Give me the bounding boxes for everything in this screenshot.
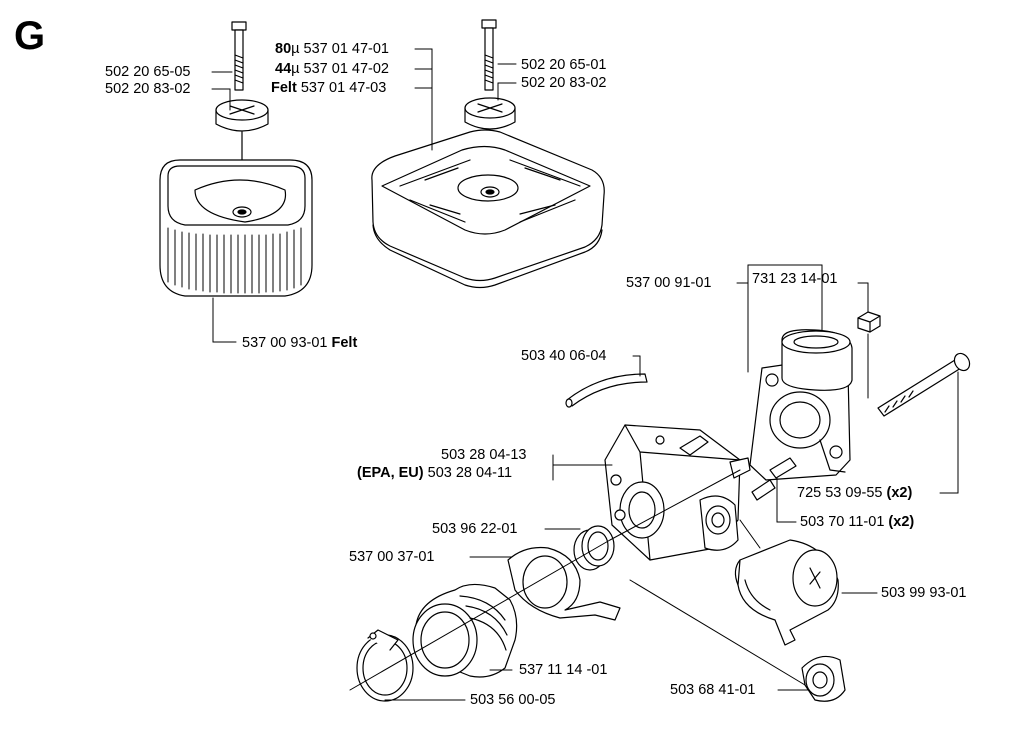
choke-drawing — [801, 655, 846, 702]
long-bolt-drawing — [877, 352, 971, 417]
label-spacer-num: 503 70 11-01 — [800, 514, 885, 530]
label-gasket-ring: 503 96 22-01 — [432, 521, 518, 537]
label-filter-44-num: 537 01 47-02 — [303, 61, 389, 77]
clamp-drawing — [507, 546, 621, 621]
label-boot-part: 503 99 93-01 — [881, 585, 967, 601]
spacer-drawing — [751, 457, 797, 501]
label-filter-44: 44µ 537 01 47-02 — [275, 61, 389, 77]
label-spacer-qty: (x2) — [888, 514, 915, 530]
cap-nut-right-drawing — [464, 97, 516, 130]
label-filter-80-num: 537 01 47-01 — [303, 41, 389, 57]
label-cap-right: 502 20 83-02 — [521, 75, 607, 91]
label-hose: 503 40 06-04 — [521, 348, 607, 364]
label-filter-left-num: 537 00 93-01 — [242, 335, 328, 351]
label-carb-epa-prefix: (EPA, EU) — [357, 465, 424, 481]
label-nut: 731 23 14-01 — [752, 271, 838, 287]
label-filter-80-unit: µ — [291, 41, 300, 57]
cap-nut-left-drawing — [215, 99, 269, 132]
label-screw-right: 502 20 65-01 — [521, 57, 607, 73]
label-carb-epa: (EPA, EU) 503 28 04-11 — [357, 465, 512, 481]
label-filter-80: 80µ 537 01 47-01 — [275, 41, 389, 57]
cylinder-part-drawing — [734, 539, 839, 646]
hose-clamp-drawing — [356, 629, 414, 702]
label-carb-epa-num: 503 28 04-11 — [427, 465, 513, 481]
nut-drawing — [857, 311, 881, 333]
fuel-hose-drawing — [565, 373, 648, 408]
leader-lines-lower — [384, 264, 959, 701]
label-clamp: 537 00 37-01 — [349, 549, 435, 565]
section-letter: G — [14, 14, 46, 58]
label-filter-left: 537 00 93-01 Felt — [242, 335, 357, 351]
assembly-axis-lines — [349, 469, 806, 691]
label-intake-boot: 537 11 14 -01 — [519, 662, 608, 678]
label-screw-left: 502 20 65-05 — [105, 64, 191, 80]
label-hose-clamp: 503 56 00-05 — [470, 692, 556, 708]
gasket-ring-drawing — [573, 525, 615, 571]
label-bolt-num: 725 53 09-55 — [797, 485, 883, 501]
screw-left-drawing — [231, 21, 247, 91]
label-bolt: 725 53 09-55 (x2) — [797, 485, 912, 501]
label-filter-felt: Felt 537 01 47-03 — [271, 80, 386, 96]
label-choke: 503 68 41-01 — [670, 682, 756, 698]
label-bolt-qty: (x2) — [886, 485, 913, 501]
intake-boot-drawing — [412, 583, 518, 678]
label-spacer: 503 70 11-01 (x2) — [800, 514, 914, 530]
intake-flange-drawing — [749, 329, 853, 481]
label-carb: 503 28 04-13 — [441, 447, 527, 463]
label-filter-felt-num: 537 01 47-03 — [300, 80, 387, 96]
label-filter-80-prefix: 80 — [275, 41, 292, 57]
leader-lines-top — [211, 48, 517, 343]
label-filter-44-prefix: 44 — [275, 61, 292, 77]
screw-right-drawing — [481, 19, 497, 91]
flat-filter-drawing — [371, 129, 605, 289]
label-filter-44-unit: µ — [291, 61, 300, 77]
pleated-filter-drawing — [159, 159, 313, 297]
carburetor-drawing — [604, 424, 751, 561]
label-filter-left-suffix: Felt — [331, 335, 358, 351]
label-cap-left: 502 20 83-02 — [105, 81, 191, 97]
label-intake-part: 537 00 91-01 — [626, 275, 712, 291]
label-filter-felt-prefix: Felt — [271, 80, 297, 96]
